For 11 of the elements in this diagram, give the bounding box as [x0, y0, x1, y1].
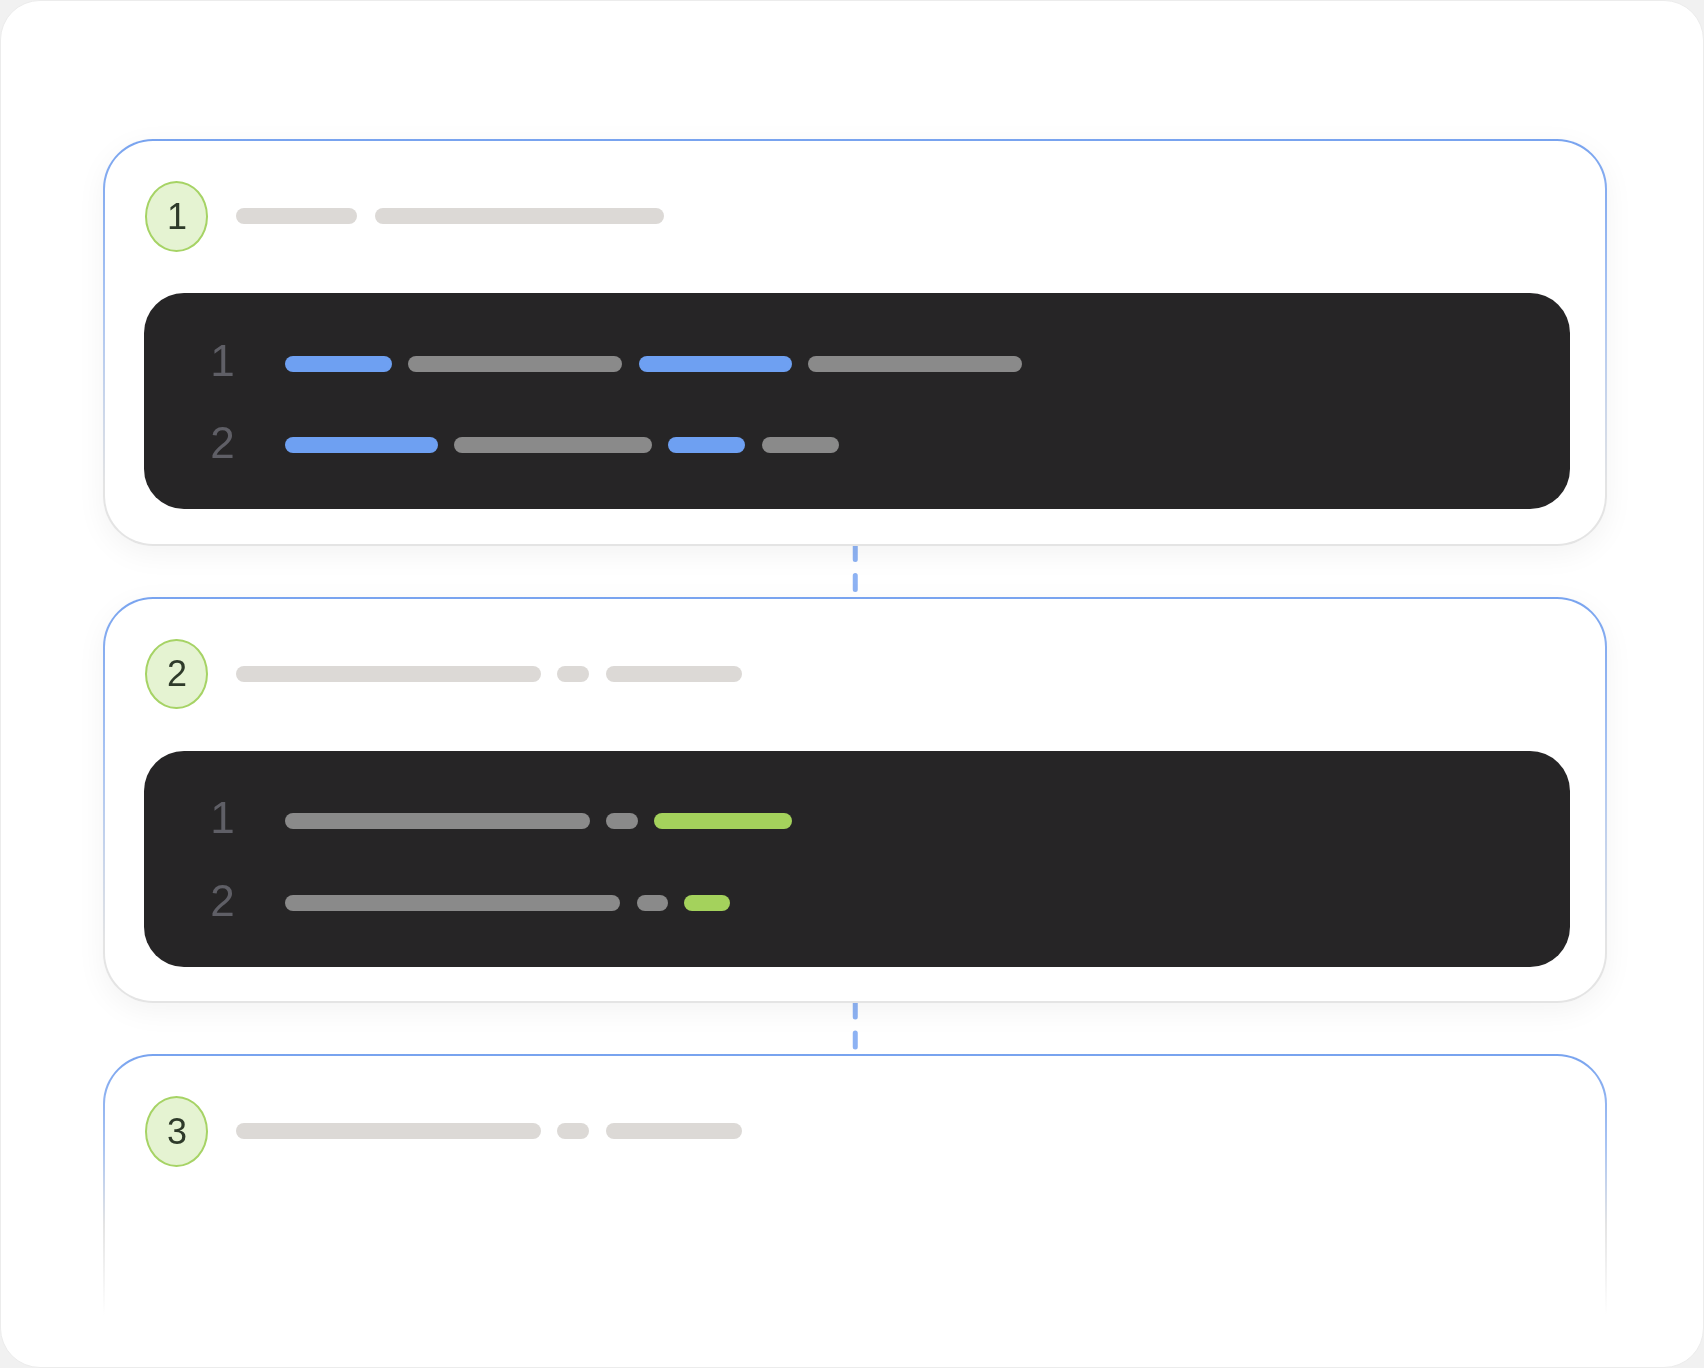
step-number-badge: 3	[145, 1096, 209, 1167]
line-number: 1	[209, 335, 236, 386]
code-block	[144, 293, 1571, 510]
line-number: 1	[209, 793, 236, 844]
step-card	[103, 139, 1608, 546]
step-card	[103, 596, 1608, 1004]
line-number: 2	[209, 875, 236, 926]
step-number-badge: 2	[145, 638, 209, 710]
step-number-badge: 1	[145, 181, 209, 252]
line-number: 2	[209, 418, 236, 469]
code-block	[144, 750, 1571, 967]
